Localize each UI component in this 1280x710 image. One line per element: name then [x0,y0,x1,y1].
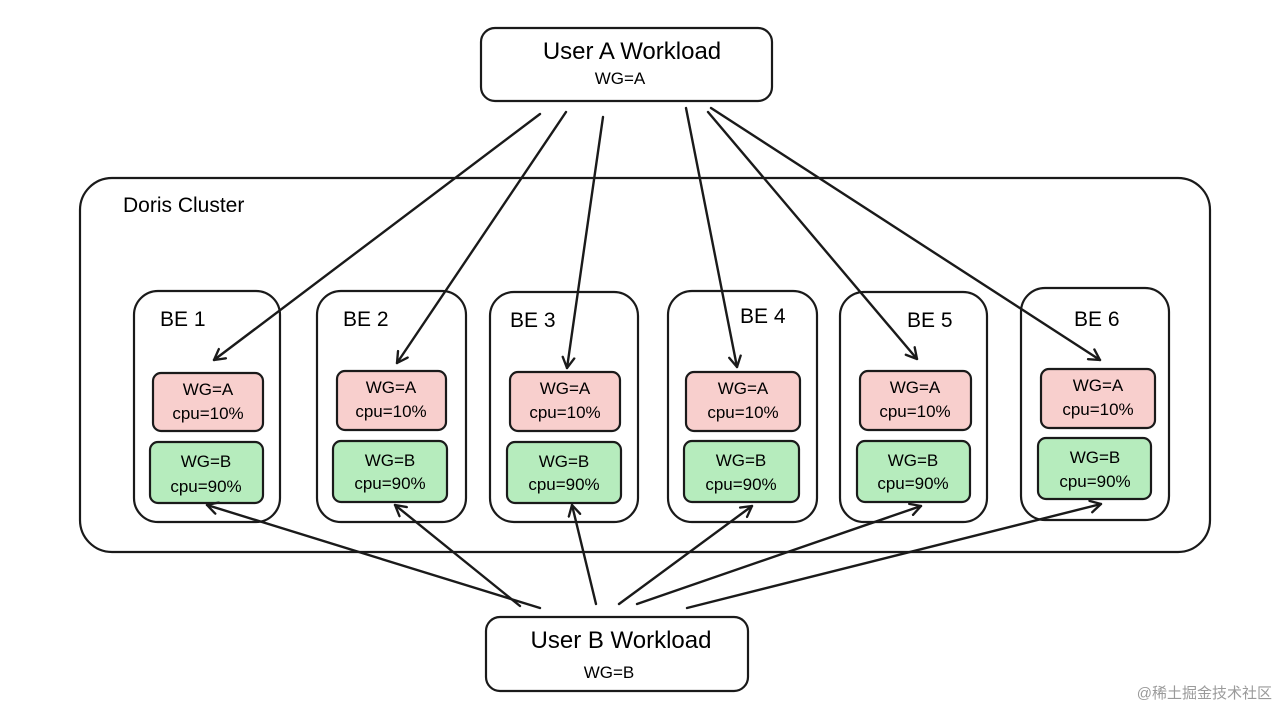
be-node: BE 3 WG=A cpu=10% WG=B cpu=90% [488,290,640,524]
workload-group-b: WG=B cpu=90% [505,440,623,505]
user-b-wg: WG=B [584,663,635,682]
workload-group-b: WG=B cpu=90% [1036,436,1153,501]
arrow-b-to-be5 [635,502,923,606]
user-b-title: User B Workload [531,627,712,654]
watermark: @稀土掘金技术社区 [1137,685,1272,702]
be-node: BE 1 WG=A cpu=10% WG=B cpu=90% [132,289,282,524]
wg-a-label: WG=A [1073,376,1124,395]
arrow-a-to-be3 [561,115,605,370]
be-node: BE 4 WG=A cpu=10% WG=B cpu=90% [666,289,819,524]
wg-b-cpu: cpu=90% [705,475,776,494]
wg-b-cpu: cpu=90% [528,475,599,494]
workload-group-a: WG=A cpu=10% [508,370,622,433]
wg-a-label: WG=A [183,380,234,399]
arrow-a-to-be2 [395,110,568,365]
be-node: BE 2 WG=A cpu=10% WG=B cpu=90% [315,289,468,524]
cluster-label: Doris Cluster [123,194,244,217]
be-label: BE 1 [160,308,206,331]
be-label: BE 6 [1074,308,1120,331]
wg-b-cpu: cpu=90% [1059,472,1130,491]
workload-group-a: WG=A cpu=10% [335,369,448,432]
wg-b-label: WG=B [181,452,232,471]
wg-b-label: WG=B [716,451,767,470]
be-node: BE 6 WG=A cpu=10% WG=B cpu=90% [1019,286,1171,522]
workload-group-a: WG=A cpu=10% [858,369,973,432]
wg-a-cpu: cpu=10% [529,403,600,422]
wg-b-cpu: cpu=90% [170,477,241,496]
workload-group-a: WG=A cpu=10% [1039,367,1157,430]
arrow-b-to-be1 [205,501,542,610]
wg-a-cpu: cpu=10% [879,402,950,421]
workload-group-b: WG=B cpu=90% [331,439,449,504]
user-b-arrows [205,499,1103,610]
be-label: BE 3 [510,309,556,332]
user-a-workload[interactable]: User A Workload WG=A [479,26,774,103]
arrow-b-to-be6 [685,499,1103,610]
user-a-wg: WG=A [595,69,646,88]
user-a-arrows [212,106,1102,370]
wg-b-cpu: cpu=90% [877,474,948,493]
arrow-a-to-be6 [709,106,1102,362]
arrow-a-to-be1 [212,112,542,362]
wg-a-label: WG=A [718,379,769,398]
workload-group-a: WG=A cpu=10% [684,370,802,433]
arrow-a-to-be5 [706,110,919,361]
be-label: BE 5 [907,309,953,332]
arrow-b-to-be4 [617,504,754,606]
wg-b-cpu: cpu=90% [354,474,425,493]
user-b-workload[interactable]: User B Workload WG=B [484,615,750,693]
be-label: BE 2 [343,308,389,331]
workload-group-a: WG=A cpu=10% [151,371,265,433]
workload-group-b: WG=B cpu=90% [148,440,265,505]
arrow-b-to-be3 [567,503,598,606]
workload-group-b: WG=B cpu=90% [682,439,801,504]
wg-a-cpu: cpu=10% [1062,400,1133,419]
wg-a-label: WG=A [540,379,591,398]
be-label: BE 4 [740,305,786,328]
user-a-title: User A Workload [543,38,721,65]
arrow-a-to-be4 [684,106,742,369]
wg-b-label: WG=B [1070,448,1121,467]
wg-a-cpu: cpu=10% [355,402,426,421]
wg-a-label: WG=A [366,378,417,397]
workload-group-b: WG=B cpu=90% [855,439,972,504]
wg-a-label: WG=A [890,378,941,397]
wg-b-label: WG=B [888,451,939,470]
wg-b-label: WG=B [365,451,416,470]
wg-a-cpu: cpu=10% [707,403,778,422]
arrow-b-to-be2 [393,503,522,608]
wg-b-label: WG=B [539,452,590,471]
be-node: BE 5 WG=A cpu=10% WG=B cpu=90% [838,290,989,524]
wg-a-cpu: cpu=10% [172,404,243,423]
